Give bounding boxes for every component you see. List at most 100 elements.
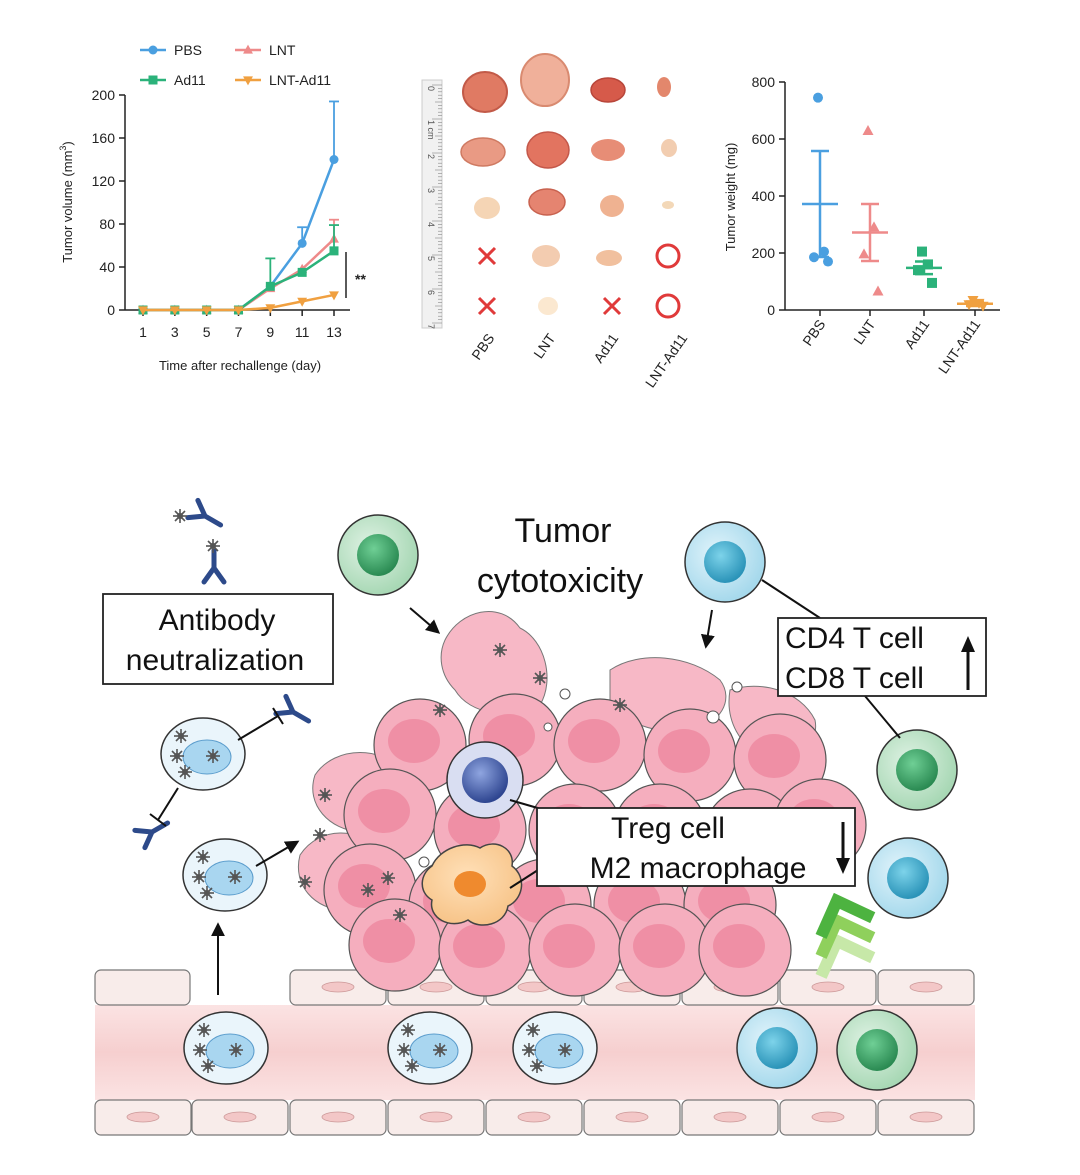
virus-icon [312, 827, 328, 843]
infected-cell [387, 1011, 473, 1085]
virus-icon [525, 1022, 541, 1038]
blue-t-cell [684, 521, 766, 603]
data-point [329, 246, 339, 256]
antibody-icon [188, 500, 226, 533]
tumor-cell [528, 903, 622, 997]
treg-box-line1: Treg cell [611, 812, 725, 845]
y-tick-label: 0 [107, 302, 115, 318]
x-tick-label: PBS [799, 317, 828, 349]
virus-icon [228, 1042, 244, 1058]
infected-cell [512, 1011, 598, 1085]
specimen [600, 195, 624, 217]
treg-box-line2: M2 macrophage [590, 852, 807, 885]
y-tick-label: 400 [752, 188, 776, 204]
antibody-icon [276, 696, 314, 729]
data-point [297, 238, 307, 248]
photo-category-label: Ad11 [590, 330, 621, 365]
ruler-label: 3 [426, 188, 436, 193]
virus-icon [521, 1042, 537, 1058]
infected-cell [183, 1011, 269, 1085]
ruler-label: 4 [426, 222, 436, 227]
legend-label: LNT-Ad11 [269, 72, 331, 88]
legend-label: PBS [174, 42, 202, 58]
ruler-label: 5 [426, 256, 436, 261]
legend-marker [243, 44, 253, 54]
antibody-box-line2: neutralization [126, 644, 304, 677]
x-mark [602, 296, 622, 316]
virus-icon [169, 748, 185, 764]
mechanism-diagram: Tumor cytotoxicity Antibody neutralizati… [94, 500, 987, 1136]
specimen [657, 77, 671, 97]
blue-t-cell [736, 1007, 818, 1089]
data-point [917, 246, 927, 257]
x-tick-label: LNT [850, 316, 879, 347]
data-point [913, 265, 923, 276]
specimen [460, 137, 506, 167]
virus-icon [173, 728, 189, 744]
virus-icon [612, 697, 628, 713]
virus-icon [196, 1022, 212, 1038]
specimen [520, 53, 570, 107]
data-point [927, 277, 937, 288]
tumor-cell [348, 898, 442, 992]
circle-mark [655, 293, 681, 319]
infected-cell [182, 838, 268, 912]
data-point [233, 306, 244, 316]
arrows [211, 607, 715, 995]
y-tick-label: 600 [752, 131, 776, 147]
antibody-icon [204, 550, 224, 582]
ruler-ticks [432, 84, 442, 324]
group-pbs [802, 92, 838, 267]
virus-icon [199, 885, 215, 901]
specimen [474, 197, 500, 219]
virus-icon [177, 764, 193, 780]
tcell-box-line2: CD8 T cell [785, 662, 924, 695]
virus-icon [205, 748, 221, 764]
specimen [596, 250, 622, 266]
antibody-icon [135, 814, 173, 847]
extravasation-chevrons-icon [815, 892, 876, 979]
up-arrow-icon [961, 636, 975, 690]
virus-icon [432, 1042, 448, 1058]
data-point [858, 248, 870, 259]
ruler-label: 1 cm [426, 120, 436, 140]
photo-category-label: LNT-Ad11 [642, 330, 691, 390]
legend-label: Ad11 [174, 72, 206, 88]
x-mark [477, 296, 497, 316]
vessel-wall-bottom [94, 1099, 975, 1136]
data-point [265, 304, 276, 314]
m2-macrophage [421, 843, 523, 926]
virus-icon [360, 882, 376, 898]
specimen [526, 131, 570, 169]
virus-icon [532, 670, 548, 686]
debris-bubble [543, 722, 553, 732]
data-point [138, 306, 148, 316]
legend-marker [243, 76, 253, 86]
x-tick-label: 7 [235, 324, 243, 340]
y-axis-label: Tumor weight (mg) [723, 143, 738, 252]
x-tick-label: 11 [295, 324, 310, 340]
inhibition-lines [149, 707, 284, 827]
y-tick-label: 120 [92, 173, 116, 189]
ruler-label: 6 [426, 290, 436, 295]
group-lnt-ad11 [957, 296, 993, 312]
data-point [329, 155, 339, 164]
y-tick-label: 200 [752, 245, 776, 261]
x-axis-label: Time after rechallenge (day) [159, 358, 321, 373]
specimen [662, 201, 674, 209]
specimen [532, 245, 560, 267]
virus-icon [432, 702, 448, 718]
infected-cell [160, 717, 246, 791]
data-point [169, 306, 180, 316]
tumor-cytotoxicity-title-line2: cytotoxicity [477, 562, 643, 600]
data-point [297, 297, 308, 307]
virus-icon [205, 538, 221, 554]
virus-icon [492, 642, 508, 658]
specimen [462, 71, 508, 113]
group-ad11 [906, 246, 942, 288]
x-mark [477, 246, 497, 266]
legend-marker [148, 75, 158, 85]
